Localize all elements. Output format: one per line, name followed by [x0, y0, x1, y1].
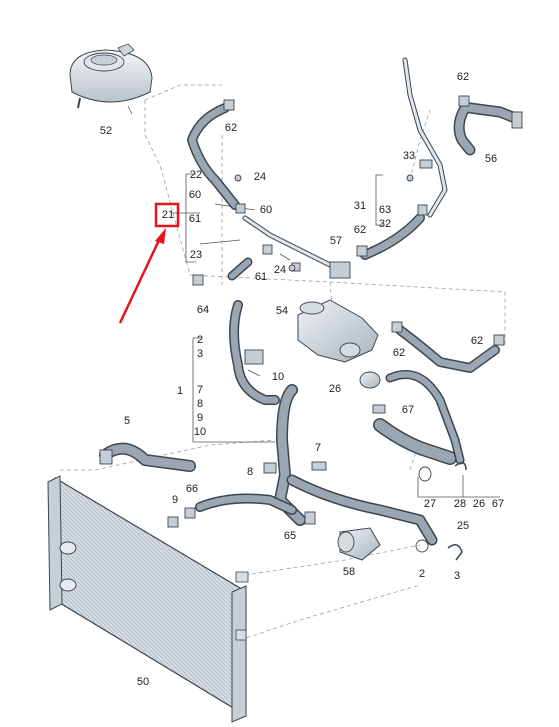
callout-32: 32 — [379, 218, 391, 230]
callout-60-left: 60 — [189, 189, 201, 201]
callout-62-top-right: 62 — [457, 71, 469, 83]
clips-and-fittings — [99, 95, 523, 561]
callout-67-upper: 67 — [402, 404, 414, 416]
highlight-arrow-head — [155, 228, 166, 244]
callout-61-lower: 61 — [255, 271, 267, 283]
callout-28: 28 — [454, 498, 466, 510]
callout-10-right: 10 — [272, 371, 284, 383]
callout-66: 66 — [186, 483, 198, 495]
callout-62-top-center: 62 — [225, 122, 237, 134]
callout-21: 21 — [162, 209, 174, 221]
callout-61-upper: 61 — [189, 213, 201, 225]
callout-23: 23 — [190, 249, 202, 261]
callout-67-right: 67 — [492, 498, 504, 510]
callout-7-right: 7 — [315, 442, 321, 454]
callout-22: 22 — [190, 169, 202, 181]
callout-62-far-right: 62 — [471, 335, 483, 347]
callout-5: 5 — [124, 415, 130, 427]
callout-63: 63 — [379, 204, 391, 216]
coolant-hoses — [99, 57, 521, 546]
callout-2-lower: 2 — [419, 568, 425, 580]
radiator — [47, 475, 249, 723]
highlight-arrow-shaft — [118, 237, 162, 324]
callout-9-left: 9 — [197, 412, 203, 424]
callout-57: 57 — [330, 235, 342, 247]
auxiliary-coolant-pump — [337, 527, 381, 561]
callout-64: 64 — [197, 304, 209, 316]
callout-1: 1 — [177, 385, 183, 397]
expansion-tank — [69, 43, 153, 109]
callout-25: 25 — [457, 520, 469, 532]
callout-50: 50 — [137, 676, 149, 688]
callout-24-upper: 24 — [254, 171, 266, 183]
callout-brackets — [127, 105, 500, 498]
callout-8-right: 8 — [247, 466, 253, 478]
callout-56: 56 — [485, 153, 497, 165]
thermostat-housing — [297, 299, 381, 389]
callout-62-right-upper: 62 — [354, 224, 366, 236]
callout-65: 65 — [284, 530, 296, 542]
callout-labels: 52 62 62 56 33 22 24 60 60 21 61 31 63 3… — [100, 71, 504, 688]
highlight-annotation — [118, 202, 180, 324]
callout-8-left: 8 — [197, 398, 203, 410]
callout-52: 52 — [100, 125, 112, 137]
callout-33: 33 — [403, 150, 415, 162]
callout-7-left: 7 — [197, 384, 203, 396]
callout-26-right: 26 — [473, 498, 485, 510]
callout-27: 27 — [424, 498, 436, 510]
callout-26-left: 26 — [329, 383, 341, 395]
callout-9-right: 9 — [172, 494, 178, 506]
callout-3-lower: 3 — [454, 570, 460, 582]
callout-62-right-middle: 62 — [393, 347, 405, 359]
callout-2-upper: 2 — [197, 334, 203, 346]
highlight-box — [154, 202, 180, 228]
callout-58: 58 — [343, 566, 355, 578]
callout-10-left: 10 — [194, 426, 206, 438]
callout-31: 31 — [354, 200, 366, 212]
callout-54: 54 — [276, 305, 288, 317]
callout-3-upper: 3 — [197, 348, 203, 360]
callout-24-lower: 24 — [274, 264, 286, 276]
callout-60-right: 60 — [260, 204, 272, 216]
